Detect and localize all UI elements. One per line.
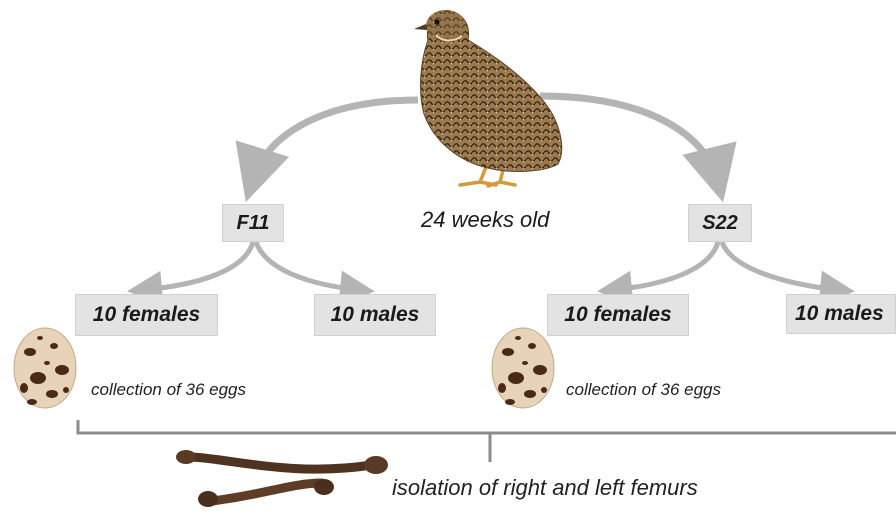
line-f11-box: F11 — [222, 204, 284, 242]
line-f11-label: F11 — [237, 212, 270, 235]
s22-females-label: 10 females — [564, 303, 671, 327]
line-s22-label: S22 — [702, 212, 738, 235]
f11-females-box: 10 females — [75, 294, 218, 336]
collection-bracket — [78, 420, 896, 433]
arrow-to-f11 — [252, 100, 418, 182]
quail-egg-icon — [10, 318, 80, 410]
arrow-f11-females — [142, 242, 253, 290]
f11-males-label: 10 males — [331, 303, 420, 327]
line-s22-box: S22 — [688, 204, 752, 242]
s22-eggs-text: collection of 36 eggs — [566, 380, 721, 400]
f11-females-label: 10 females — [93, 303, 200, 327]
femur-text: isolation of right and left femurs — [392, 475, 698, 501]
s22-males-label: 10 males — [795, 302, 884, 326]
arrow-f11-males — [256, 242, 360, 290]
quail-icon — [400, 2, 580, 192]
age-label: 24 weeks old — [421, 207, 549, 233]
arrow-s22-males — [722, 242, 840, 290]
s22-females-box: 10 females — [547, 294, 689, 336]
arrow-s22-females — [612, 242, 718, 290]
femur-bones-icon — [172, 447, 392, 511]
s22-males-box: 10 males — [786, 294, 896, 334]
f11-males-box: 10 males — [314, 294, 436, 336]
f11-eggs-text: collection of 36 eggs — [91, 380, 246, 400]
quail-egg-icon — [488, 318, 558, 410]
